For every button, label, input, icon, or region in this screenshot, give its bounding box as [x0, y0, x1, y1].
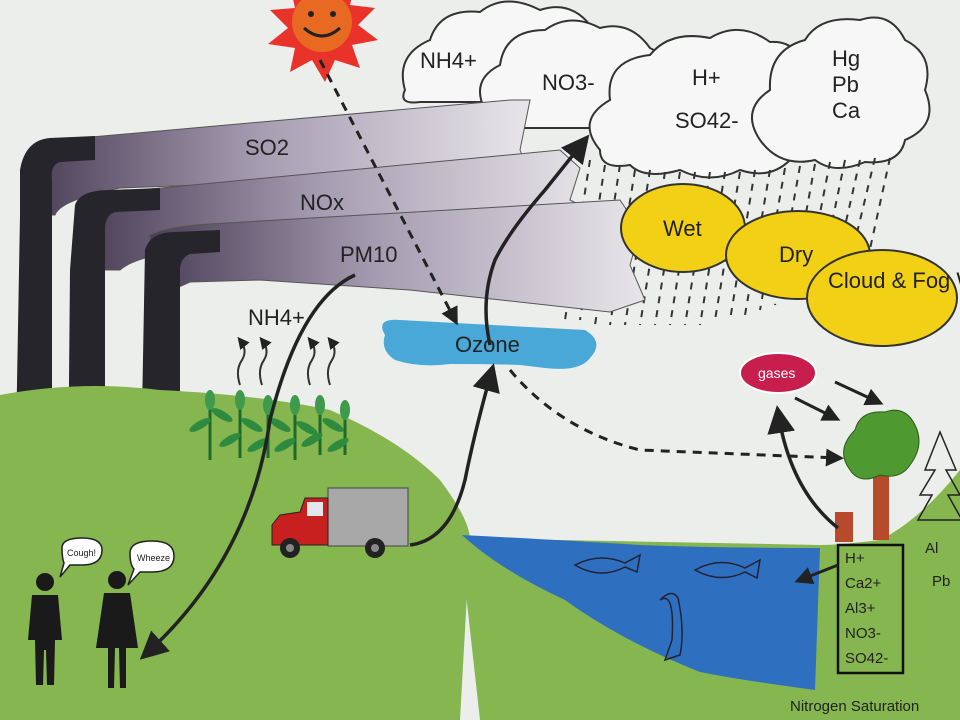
lake	[462, 535, 820, 690]
cloud-nh4-label: NH4+	[420, 48, 477, 73]
nitrogen-saturation-caption: Nitrogen Saturation	[790, 698, 919, 715]
deposition-label-cloud-fog: Cloud & Fog Water	[828, 268, 960, 293]
crop-nh4-label: NH4+	[248, 305, 305, 330]
deposition-label-dry: Dry	[779, 242, 813, 267]
deposition-group	[620, 183, 958, 347]
ozone-label: Ozone	[455, 332, 520, 357]
arrow-pm10-to-people	[139, 273, 356, 660]
smokestack-1	[16, 136, 95, 440]
cloud-so4-label: SO42-	[675, 108, 739, 133]
truck	[271, 487, 409, 558]
arrows	[139, 59, 884, 660]
soil-ion-box	[836, 543, 905, 675]
cloud-right-2	[751, 16, 931, 169]
sun-icon	[268, 0, 378, 82]
soil-ion-no3: NO3-	[845, 625, 881, 642]
speech-bubble-man	[59, 537, 103, 578]
arrow-stump-to-gases	[767, 405, 840, 530]
plume-pm10	[149, 199, 646, 313]
soil-ion-ca: Ca2+	[845, 575, 882, 592]
people	[28, 571, 138, 688]
arrow-gases-to-tree-1	[794, 396, 841, 421]
cloud-no3-label: NO3-	[542, 70, 595, 95]
speech-bubbles	[59, 537, 175, 586]
arrow-truck-to-ozone	[409, 363, 500, 547]
cloud-h-label: H+	[692, 65, 721, 90]
plume-so2-label: SO2	[245, 135, 289, 160]
trees	[835, 409, 960, 542]
side-label-pb: Pb	[932, 573, 950, 590]
arrow-ozone-to-tree	[508, 369, 844, 467]
arrow-gases-to-tree-2	[834, 380, 884, 406]
deposition-label-wet: Wet	[663, 216, 702, 241]
plume-nox-label: NOx	[300, 190, 344, 215]
arrow-sun-to-ozone	[318, 59, 458, 326]
gases-label: gases	[758, 365, 795, 381]
deciduous-tree	[843, 409, 920, 480]
cloud-group	[401, 0, 931, 179]
ammonia-vapor	[236, 336, 340, 386]
arrow-soil-to-lake	[794, 563, 839, 584]
man-figure	[28, 573, 62, 685]
side-label-al: Al	[925, 540, 938, 557]
speech-woman-label: Wheeze	[137, 553, 170, 563]
soil-ion-h: H+	[845, 550, 865, 567]
fish-icons	[573, 553, 761, 662]
plume-pm10-label: PM10	[340, 242, 397, 267]
arrow-ozone-to-clouds	[484, 134, 590, 346]
metal-label-hg: Hg	[832, 46, 860, 71]
soil-ion-so4: SO42-	[845, 650, 888, 667]
soil-ion-al: Al3+	[845, 600, 876, 617]
speech-bubble-woman	[127, 540, 175, 586]
gases-ellipse	[739, 352, 817, 394]
pine-tree	[916, 430, 960, 521]
labels: NH4+ NO3- H+ SO42- Hg Pb Ca SO2 NOx PM10…	[67, 46, 960, 715]
metal-label-pb: Pb	[832, 72, 859, 97]
metal-label-ca: Ca	[832, 98, 861, 123]
speech-man-label: Cough!	[67, 548, 96, 558]
cloud-fog-ellipse	[806, 249, 958, 347]
woman-figure	[96, 571, 138, 688]
